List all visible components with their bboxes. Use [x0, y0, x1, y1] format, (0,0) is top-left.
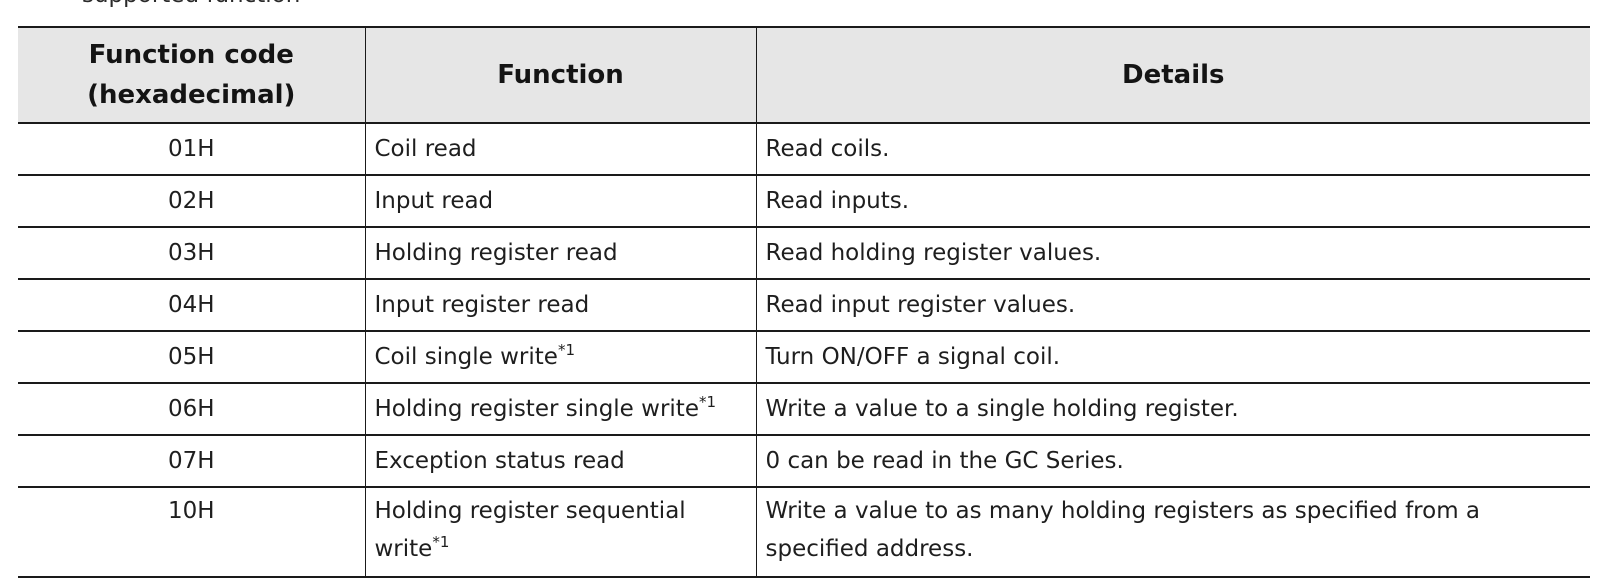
function-code-cell: 03H [18, 227, 365, 280]
details-cell: Read coils. [755, 123, 1590, 176]
function-text: Holding register read [374, 240, 618, 266]
header-function-code: Function code (hexadecimal) [18, 26, 365, 124]
header-function: Function [364, 26, 756, 124]
footnote-marker: *1 [432, 533, 450, 551]
table-header: Function code (hexadecimal) Function Det… [18, 26, 1590, 124]
table-row: 03H Holding register read Read holding r… [18, 227, 1590, 280]
function-code-cell: 04H [18, 279, 365, 332]
details-cell: Write a value to a single holding regist… [755, 383, 1590, 436]
header-function-code-line1: Function code [88, 40, 294, 70]
function-text: Exception status read [374, 448, 625, 474]
table-row: 10H Holding register sequential write*1 … [18, 487, 1590, 578]
footnote-marker: *1 [698, 393, 717, 411]
details-cell: Turn ON/OFF a signal coil. [755, 331, 1590, 384]
table-row: 06H Holding register single write*1 Writ… [18, 383, 1590, 436]
details-cell: Read input register values. [755, 279, 1590, 332]
function-text: Holding register sequential write [374, 498, 686, 562]
function-code-cell: 01H [18, 123, 365, 176]
table-row: 05H Coil single write*1 Turn ON/OFF a si… [18, 331, 1590, 384]
table-row: 04H Input register read Read input regis… [18, 279, 1590, 332]
function-text: Coil read [374, 136, 477, 162]
function-cell: Holding register read [364, 227, 756, 280]
footnote-marker: *1 [557, 341, 575, 359]
function-text: Coil single write [374, 344, 558, 370]
function-code-cell: 05H [18, 331, 365, 384]
function-cell: Exception status read [364, 435, 756, 488]
function-code-table: Function code (hexadecimal) Function Det… [18, 26, 1590, 578]
header-function-code-line2: (hexadecimal) [87, 80, 296, 110]
function-text: Holding register single write [374, 396, 699, 422]
table-row: 07H Exception status read 0 can be read … [18, 435, 1590, 488]
details-cell: Write a value to as many holding registe… [755, 487, 1590, 578]
function-cell: Holding register sequential write*1 [364, 487, 756, 578]
clipped-text-line: supported function [82, 0, 300, 8]
details-cell: 0 can be read in the GC Series. [755, 435, 1590, 488]
header-row: Function code (hexadecimal) Function Det… [18, 26, 1590, 124]
clipped-text-above: supported function [0, 0, 1600, 8]
table-row: 02H Input read Read inputs. [18, 175, 1590, 228]
function-cell: Coil read [364, 123, 756, 176]
header-details: Details [755, 26, 1590, 124]
table-row: 01H Coil read Read coils. [18, 123, 1590, 176]
table-body: 01H Coil read Read coils. 02H Input read… [18, 123, 1590, 578]
function-text: Input register read [374, 292, 590, 318]
function-cell: Input read [364, 175, 756, 228]
details-cell: Read inputs. [755, 175, 1590, 228]
function-cell: Holding register single write*1 [364, 383, 756, 436]
function-code-cell: 06H [18, 383, 365, 436]
function-code-cell: 02H [18, 175, 365, 228]
function-text: Input read [374, 188, 494, 214]
function-code-cell: 07H [18, 435, 365, 488]
function-cell: Input register read [364, 279, 756, 332]
function-cell: Coil single write*1 [364, 331, 756, 384]
function-code-cell: 10H [18, 487, 365, 578]
details-cell: Read holding register values. [755, 227, 1590, 280]
